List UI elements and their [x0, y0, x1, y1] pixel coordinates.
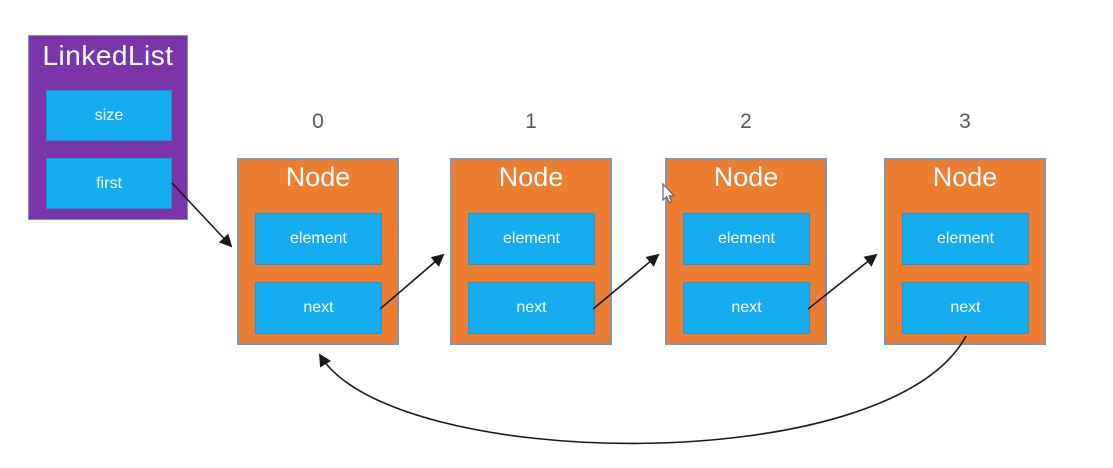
node-title: Node: [932, 162, 998, 192]
node-field-element: element: [468, 213, 595, 265]
node-box-3: Node element next: [884, 158, 1046, 345]
node-field-next: next: [683, 282, 810, 334]
node-index-label: 3: [959, 110, 971, 133]
node-index-label: 0: [312, 110, 324, 133]
linkedlist-field-first: first: [46, 158, 172, 209]
node-title: Node: [713, 162, 779, 192]
node-title: Node: [498, 162, 564, 192]
linkedlist-box: LinkedList size first: [28, 35, 188, 220]
node-field-element: element: [902, 213, 1029, 265]
linkedlist-field-size: size: [46, 90, 172, 141]
linkedlist-title: LinkedList: [42, 40, 174, 71]
node-field-next: next: [468, 282, 595, 334]
node-field-next: next: [902, 282, 1029, 334]
node-field-element: element: [683, 213, 810, 265]
node-field-element: element: [255, 213, 382, 265]
node-field-next: next: [255, 282, 382, 334]
node-title: Node: [285, 162, 351, 192]
node-box-2: Node element next: [665, 158, 827, 345]
node-box-1: Node element next: [450, 158, 612, 345]
node-box-0: Node element next: [237, 158, 399, 345]
node-index-label: 2: [740, 110, 752, 133]
node-index-label: 1: [525, 110, 537, 133]
arrow-node3-to-node0-curve: [319, 335, 967, 445]
